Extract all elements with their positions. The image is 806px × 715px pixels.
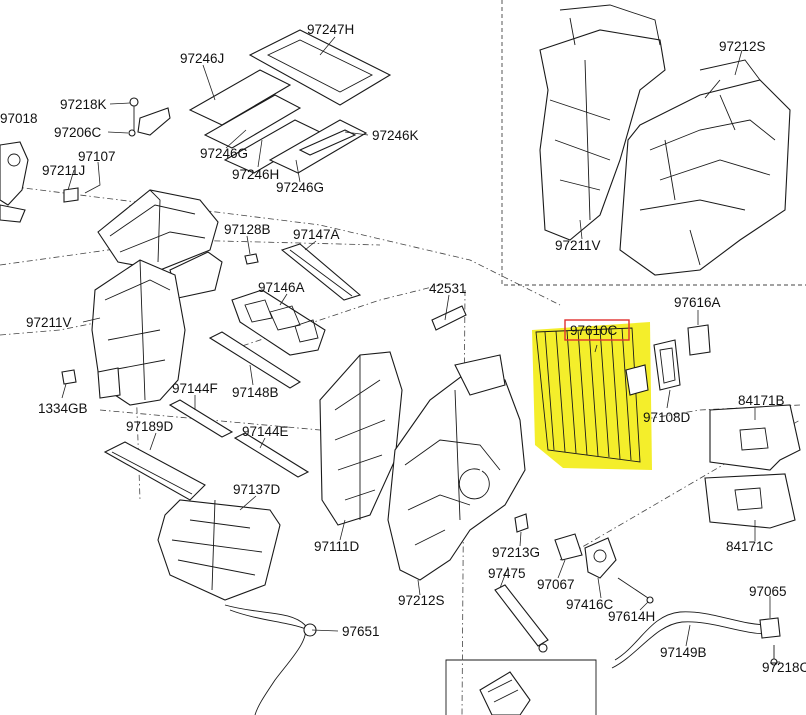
label-42531: 42531 [429,281,467,296]
hose-97651 [224,604,317,715]
drain-hose-97475 [494,584,549,653]
label-97146a: 97146A [258,280,305,295]
clip-97128b [244,253,259,265]
label-97107: 97107 [78,149,116,164]
label-97206c: 97206C [54,125,102,140]
label-97246g-a: 97246G [200,146,248,161]
bottom-inset-frame [445,659,597,715]
label-97018: 97018 [0,111,38,126]
inset-housing-97212s [619,59,791,276]
actuator-97416c [584,537,617,579]
label-97218c: 97218C [762,660,806,675]
label-84171c: 84171C [726,539,774,554]
duct-97189d [103,441,206,501]
label-97149b: 97149B [660,645,707,660]
inset-frame [501,0,806,286]
insulator-84171b [709,404,801,471]
label-97128b: 97128B [224,222,271,237]
label-97137d: 97137D [233,482,281,497]
label-97218k: 97218K [60,97,107,112]
seal-97144f [168,399,234,438]
evaporator-core-97610c [532,322,652,470]
hose-97149b [611,611,781,669]
label-97144f: 97144F [172,381,218,396]
seal-97147a [280,243,362,301]
label-97246h: 97246H [232,167,279,182]
label-97610c: 97610C [570,323,618,338]
label-97475: 97475 [488,566,526,581]
filter-seals-97246 [188,29,392,174]
intake-case-upper [97,189,223,299]
label-97067: 97067 [537,577,575,592]
label-84171b: 84171B [738,393,785,408]
gasket-97146a [231,289,326,356]
part-labels: 97247H 97246J 97246K 97246G 97246H 97246… [0,22,806,675]
inset-housing-97211v [539,4,666,241]
label-97148b: 97148B [232,385,279,400]
seal-97144e [233,432,310,478]
bottom-inset-part [479,671,531,715]
intake-case-97211v [91,259,186,406]
label-97246j: 97246J [180,51,224,66]
screw-97218k [128,97,139,137]
leader-lines [61,36,780,663]
grommet-97211j [63,187,79,203]
seal-97616a [687,324,711,356]
bracket-97107 [137,107,171,136]
seal-97148b [208,331,302,389]
bracket-42531 [431,305,467,331]
label-97065: 97065 [749,584,787,599]
label-97416c: 97416C [566,597,614,612]
label-97213g: 97213G [492,545,540,560]
label-97212s-inset: 97212S [719,39,766,54]
label-97246k: 97246K [372,128,419,143]
label-97247h: 97247H [307,22,354,37]
label-97614h: 97614H [608,609,655,624]
label-1334gb: 1334GB [38,401,88,416]
label-97211v-main: 97211V [26,315,72,330]
actuator-97018 [0,141,29,223]
case-97212s-main [387,354,526,581]
label-97211v-inset: 97211V [555,238,601,253]
label-97189d: 97189D [126,419,174,434]
insulator-84171c [704,473,796,529]
label-97111d: 97111D [314,539,360,554]
label-97108d: 97108D [643,410,691,425]
label-97616a: 97616A [674,295,721,310]
bolt-1334gb [61,369,77,385]
screw-97218c [770,645,778,666]
sensor-97614h [617,577,654,604]
label-97651: 97651 [342,624,380,639]
clip-97213g [514,513,529,533]
label-97211j: 97211J [42,163,85,178]
label-97144e: 97144E [242,424,289,439]
label-97212s-main: 97212S [398,593,445,608]
tray-97137d [157,499,281,601]
callout-box-97610c [564,319,630,341]
seal-97108d [653,339,681,391]
seal-97067 [554,533,583,561]
label-97147a: 97147A [293,227,340,242]
label-97246g-b: 97246G [276,180,324,195]
